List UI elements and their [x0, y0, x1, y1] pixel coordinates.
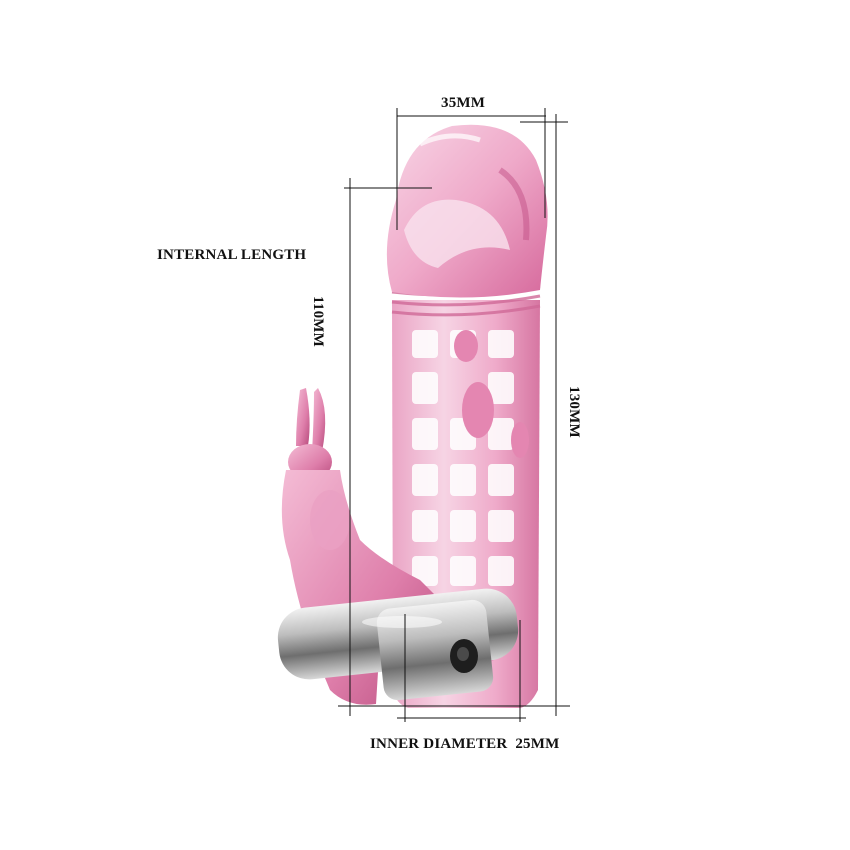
inner-diameter-value: 25MM	[515, 736, 560, 752]
total-length-value-label: 130MM	[566, 386, 582, 438]
internal-length-value-label: 110MM	[310, 296, 326, 347]
sleeve-head	[386, 124, 548, 298]
inner-diameter-label: INNER DIAMETER 25MM	[370, 736, 563, 753]
bullet-vibrator	[277, 588, 519, 701]
internal-length-label: INTERNAL LENGTH	[157, 247, 307, 263]
inner-diameter-text: INNER DIAMETER	[370, 736, 508, 752]
dimension-lines	[338, 108, 570, 722]
width-value-label: 35MM	[441, 95, 486, 111]
